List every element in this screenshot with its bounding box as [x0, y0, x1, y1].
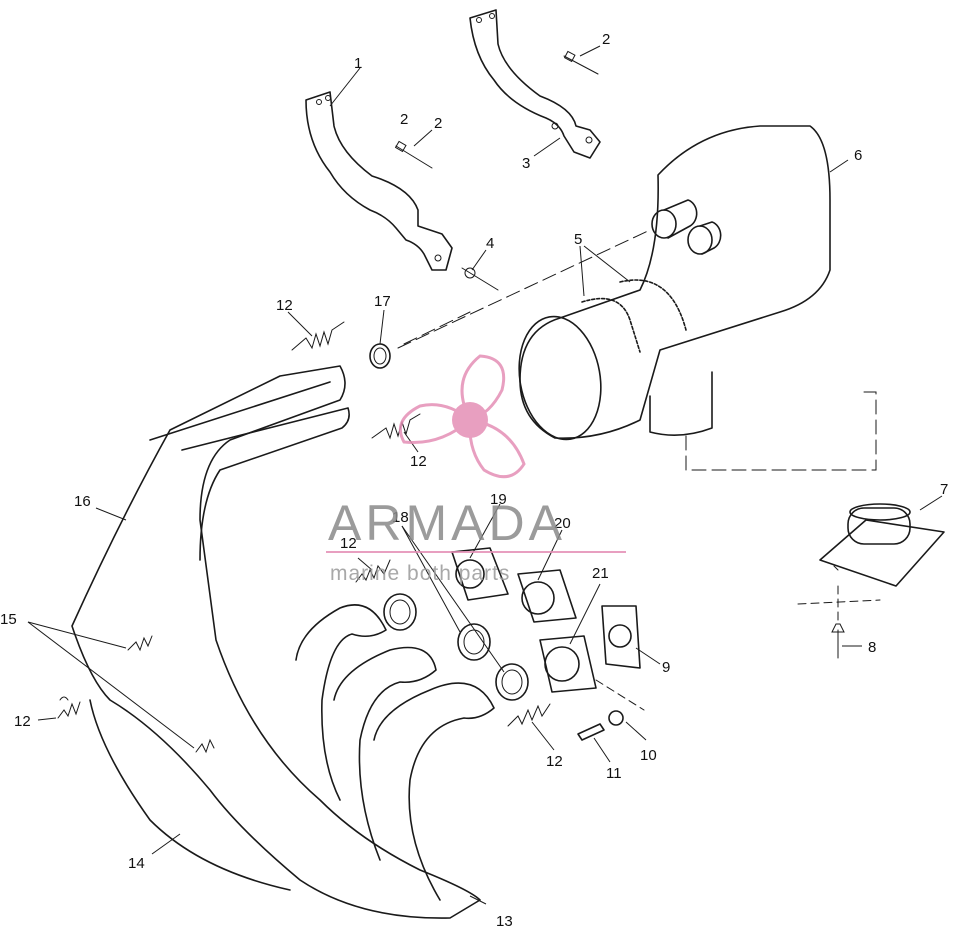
clamp-18a [383, 593, 417, 631]
callout-7: 7 [940, 481, 948, 498]
exhaust-pipe-13a [295, 604, 387, 801]
callout-19: 19 [490, 491, 507, 508]
propeller-icon [399, 354, 526, 479]
callout-12e: 12 [546, 753, 563, 770]
bolt-11 [577, 723, 605, 741]
callout-6: 6 [854, 147, 862, 164]
callout-5: 5 [574, 231, 582, 248]
exhaust-pipe-13c [373, 682, 495, 901]
callout-8: 8 [868, 639, 876, 656]
callout-15: 15 [0, 611, 17, 628]
spring-12c [355, 559, 391, 583]
nut-4 [461, 267, 499, 291]
valve-20 [517, 569, 577, 623]
callout-1: 1 [354, 55, 362, 72]
callout-12a: 12 [276, 297, 293, 314]
fastener-2a [394, 140, 433, 169]
callout-21: 21 [592, 565, 609, 582]
valve-21 [539, 635, 597, 693]
callout-11: 11 [606, 765, 622, 782]
spring-15b [195, 738, 215, 754]
watermark-logo: ARMADA marine both parts [326, 354, 626, 585]
leader-lines [27, 45, 943, 905]
callout-2a: 2 [434, 115, 442, 132]
callout-2c: 2 [400, 111, 408, 128]
callout-20: 20 [554, 515, 571, 532]
callout-17: 17 [374, 293, 391, 310]
alignment-lines [397, 229, 881, 711]
manifold-14 [71, 365, 481, 919]
spring-12a [291, 321, 345, 351]
spring-12e [507, 703, 551, 727]
callout-12b: 12 [410, 453, 427, 470]
screw-8 [831, 623, 845, 659]
muffler-6 [518, 125, 831, 441]
mount-7 [819, 503, 945, 587]
gasket-9 [601, 605, 641, 669]
watermark-brand: ARMADA [328, 495, 566, 551]
valve-19 [451, 547, 509, 601]
clamp-18c [495, 663, 529, 701]
callout-3: 3 [522, 155, 530, 172]
callout-18: 18 [392, 509, 409, 526]
clamp-bands-5 [581, 279, 687, 353]
callout-labels: 1 2 2 2 3 4 5 6 7 8 9 10 11 12 12 12 12 … [0, 31, 948, 930]
callout-2b: 2 [602, 31, 610, 48]
clamp-17 [369, 343, 391, 369]
fastener-2b [563, 50, 599, 75]
callout-12c: 12 [340, 535, 357, 552]
callout-12d: 12 [14, 713, 31, 730]
clamp-18b [457, 623, 491, 661]
callout-10: 10 [640, 747, 657, 764]
watermark-tagline: marine both parts [330, 562, 510, 585]
callout-13: 13 [496, 913, 513, 930]
spring-12b [371, 413, 421, 440]
washer-10 [608, 710, 624, 726]
bracket-1 [305, 91, 453, 271]
exhaust-pipe-13b [333, 646, 437, 861]
bracket-3 [469, 9, 601, 159]
spring-12d [57, 696, 81, 719]
callout-14: 14 [128, 855, 145, 872]
callout-4: 4 [486, 235, 494, 252]
callout-9: 9 [662, 659, 670, 676]
callout-16: 16 [74, 493, 91, 510]
spring-15a [127, 635, 153, 652]
